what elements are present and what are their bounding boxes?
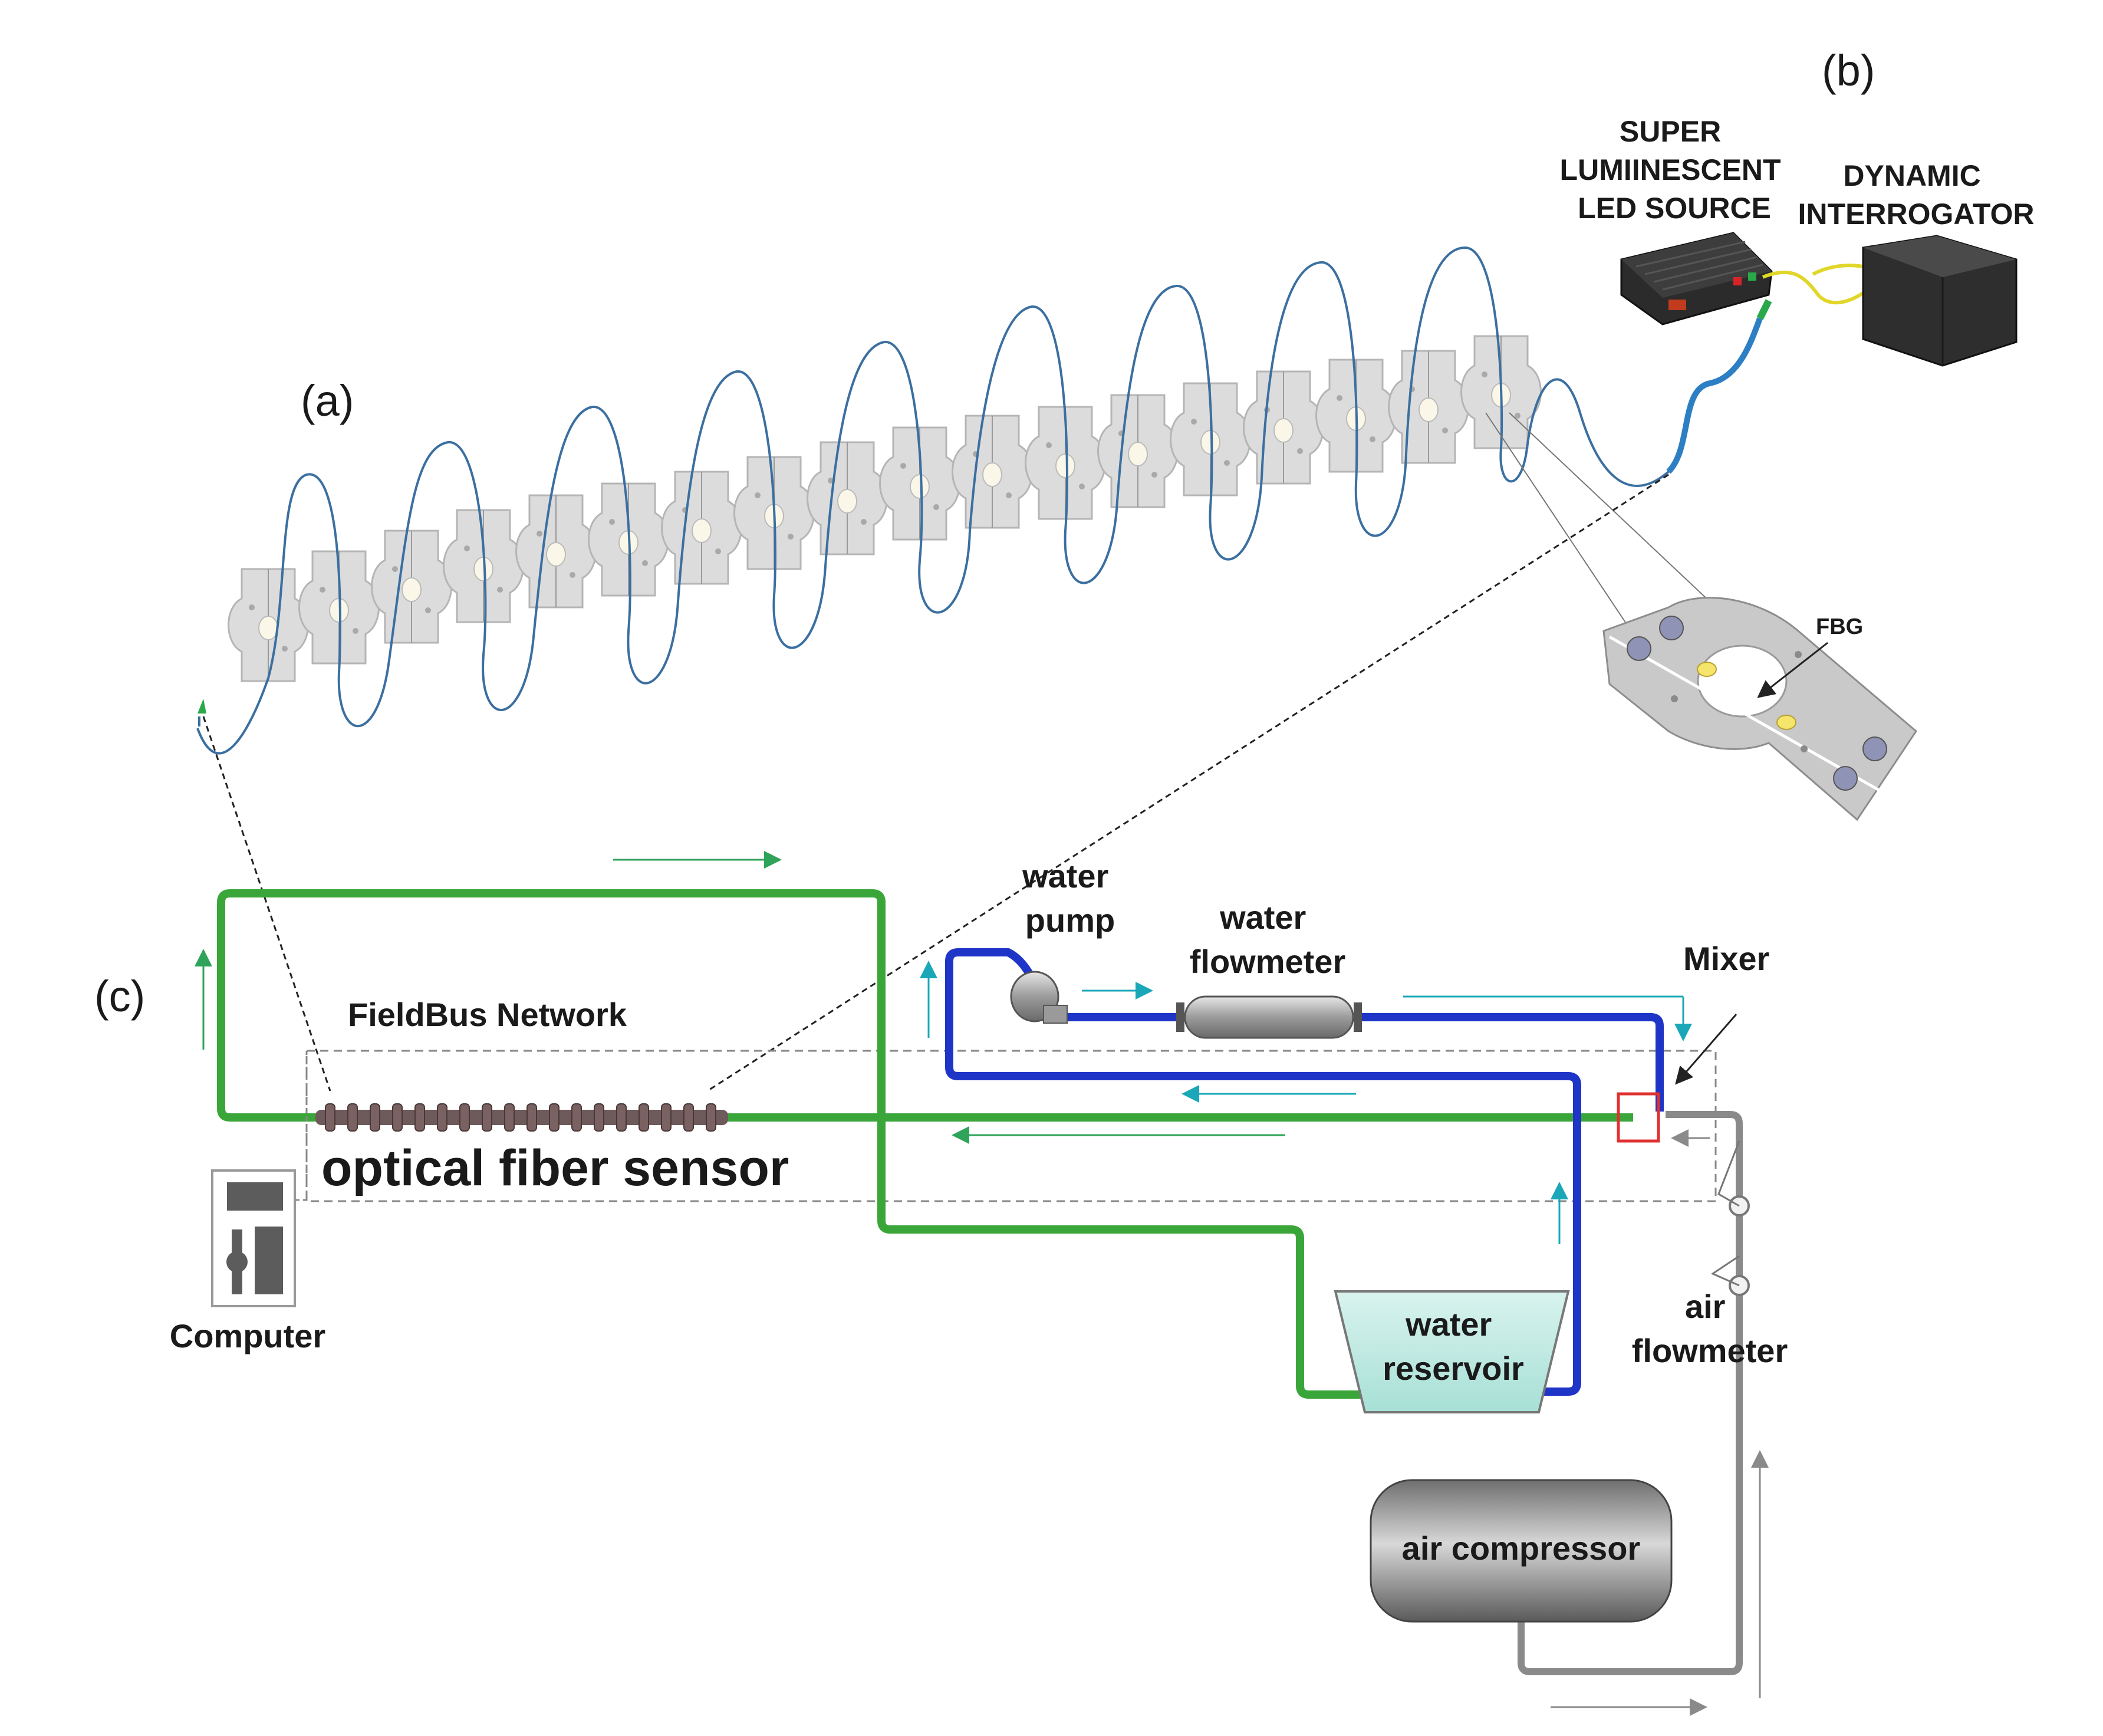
dashed-link-right xyxy=(707,474,1669,1092)
interrogator-label: DYNAMIC INTERROGATOR xyxy=(1798,159,2035,231)
fbg-detail-plate xyxy=(1485,412,1917,821)
fiber-coil xyxy=(196,246,1670,755)
water-pump xyxy=(1010,971,1068,1024)
optical-fiber-sensor xyxy=(315,1103,728,1132)
water-flowmeter-label: water flowmeter xyxy=(1190,899,1346,980)
water-flowmeter xyxy=(1176,995,1362,1039)
air-flowmeter xyxy=(1710,1140,1750,1296)
mixer-pointer xyxy=(1675,1014,1737,1085)
panel-a-label: (a) xyxy=(301,376,354,425)
water-reservoir xyxy=(1334,1290,1570,1413)
water-pump-label: water pump xyxy=(1022,857,1118,939)
air-compressor xyxy=(1370,1479,1673,1623)
dynamic-interrogator-device xyxy=(1862,235,2018,367)
fbg-label: FBG xyxy=(1816,614,1863,639)
flow-arrows xyxy=(195,851,1769,1716)
led-source-device xyxy=(1620,232,1773,326)
air-flowmeter-label: air flowmeter xyxy=(1632,1288,1788,1369)
fbg-sensor-plates xyxy=(228,335,1542,682)
air-pipe xyxy=(1518,1111,1743,1675)
air-compressor-label: air compressor xyxy=(1402,1530,1641,1567)
mixer-label: Mixer xyxy=(1683,940,1769,977)
led-source-label: SUPER LUMIINESCENT LED SOURCE xyxy=(1560,115,1789,225)
panel-b-label: (b) xyxy=(1822,46,1875,95)
fiber-lead xyxy=(1666,317,1763,474)
green-pipe-loop xyxy=(217,889,1633,1399)
water-reservoir-label: water reservoir xyxy=(1383,1306,1524,1387)
fiber-coil-assembly xyxy=(196,246,1772,755)
patch-cord xyxy=(1762,264,1880,305)
panel-c-label: (c) xyxy=(94,972,145,1021)
computer-icon xyxy=(211,1051,308,1307)
fiber-end-connector xyxy=(198,699,206,714)
dashed-link-left xyxy=(202,716,331,1091)
fieldbus-label: FieldBus Network xyxy=(348,996,627,1033)
optical-fiber-sensor-label: optical fiber sensor xyxy=(321,1140,789,1196)
mixer-box xyxy=(1617,1092,1660,1143)
computer-label: Computer xyxy=(170,1317,325,1354)
